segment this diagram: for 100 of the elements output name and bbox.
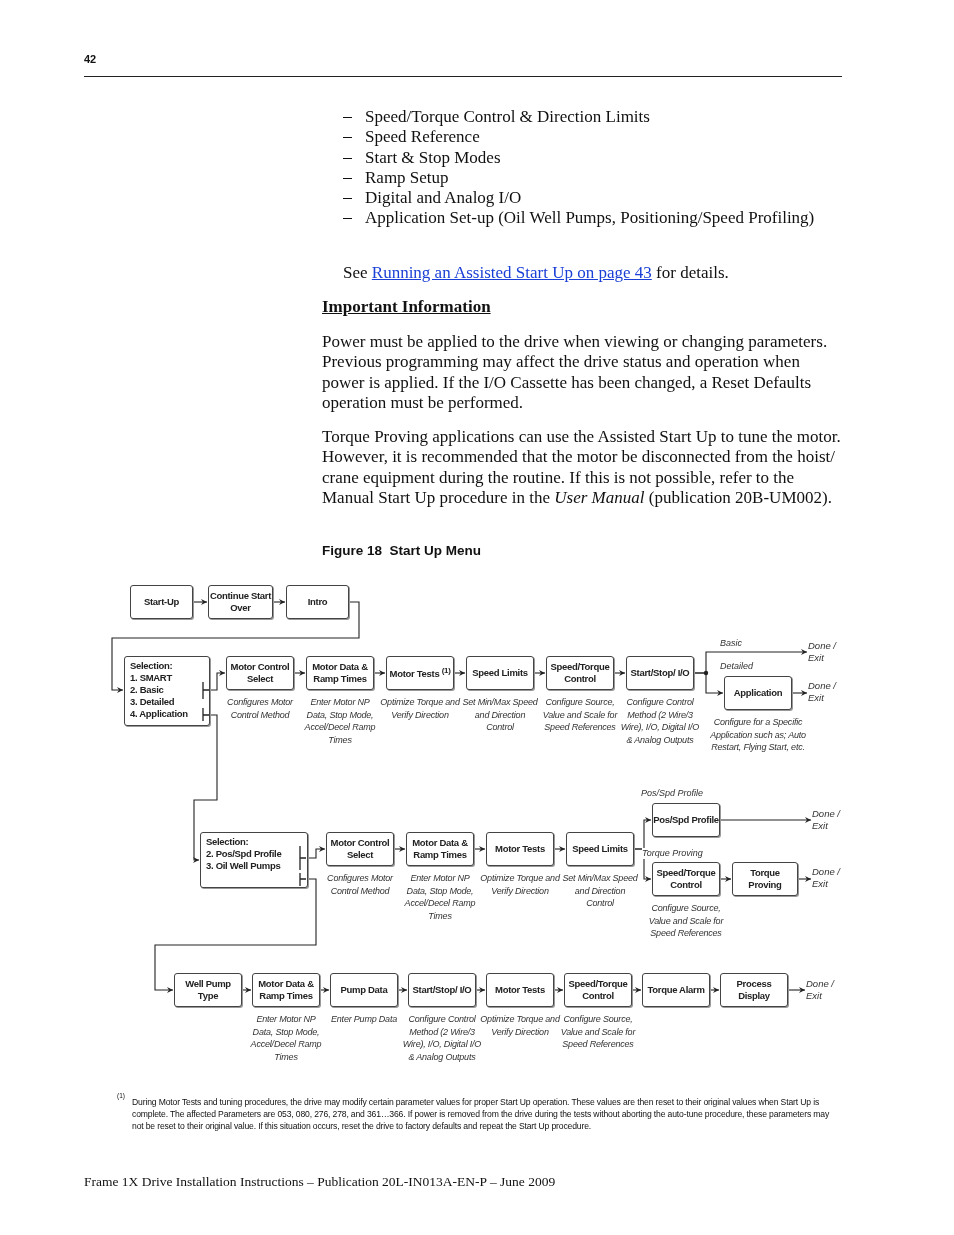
end-text: Done / Exit	[812, 808, 846, 832]
step-description: Configures Motor Control Method	[226, 696, 295, 722]
connector-arrow	[693, 672, 724, 696]
step-label: Torque Alarm	[647, 984, 705, 996]
step-label: Well Pump Type	[184, 978, 232, 1002]
step-description: Configure Control Method (2 Wire/3 Wire), I/O, Digital I/O & Analog Outputs	[620, 696, 700, 747]
step-label: Speed/Torque Control	[549, 661, 611, 685]
step-box	[174, 973, 242, 1007]
step-description: Configure Source, Value and Scale for Speed References	[647, 902, 725, 940]
step-description: Set Min/Max Speed and Direction Control	[561, 872, 639, 910]
step-box	[486, 973, 554, 1007]
footnote-text: During Motor Tests and tuning procedures, the drive may modify certain parameter values for proper Start Up operation. These values are then reset to their original values when Start Up is complete. The affected Parameters are 053, 080, 276, 278, and 361…366. If power is removed from the drive during the tests without aborting the auto-tune procedure, these parameters may not be reset to their original value. If this situation occurs, reset the drive to factory defaults and repeat the Start Up procedure.	[132, 1096, 831, 1133]
list-item: Ramp Setup	[365, 167, 450, 189]
connector-arrow	[553, 987, 564, 993]
sentence-text: See	[343, 263, 368, 282]
connector-arrow	[192, 599, 208, 605]
step-label: Application	[733, 687, 783, 699]
step-label: Continue Start Over	[209, 590, 272, 614]
step-box	[566, 832, 634, 866]
step-description: Configure for a Specific Application such as; Auto Restart, Flying Start, etc.	[709, 716, 807, 754]
step-box	[732, 862, 798, 896]
step-description: Enter Pump Data	[329, 1013, 398, 1026]
step-description: Configure Control Method (2 Wire/3 Wire), I/O, Digital I/O & Analog Outputs	[402, 1013, 482, 1064]
step-label: Speed/Torque Control	[655, 867, 717, 891]
edge-label: Pos/Spd Profile	[641, 788, 704, 799]
step-label: Motor Control Select	[229, 661, 291, 685]
connector-arrow	[533, 670, 546, 676]
edge-label: Detailed	[720, 661, 754, 672]
connector-arrow	[473, 846, 486, 852]
menu-option: 4. Application	[130, 708, 188, 720]
connector-arrow	[319, 987, 330, 993]
step-label: Start-Up	[143, 596, 180, 608]
connector-arrow	[791, 690, 808, 696]
step-box	[408, 973, 476, 1007]
end-text: Done / Exit	[812, 866, 846, 890]
selection-heading: Selection:	[206, 836, 249, 848]
step-description: Configure Source, Value and Scale for Speed References	[541, 696, 619, 734]
connector-arrow	[307, 846, 326, 859]
step-label: Motor Data & Ramp Times	[411, 837, 469, 861]
step-label: Motor Data & Ramp Times	[257, 978, 315, 1002]
step-description: Configures Motor Control Method	[326, 872, 395, 898]
step-label: Start/Stop/ I/O	[412, 984, 472, 996]
selection-box	[200, 832, 308, 888]
list-item: Speed/Torque Control & Direction Limits	[365, 107, 651, 128]
step-description: Optimize Torque and Verify Direction	[480, 1013, 560, 1039]
step-label: Motor Control Select	[329, 837, 391, 861]
list-item: Application Set-up (Oil Well Pumps, Positioning/Speed Profiling)	[365, 208, 816, 229]
step-description: Enter Motor NP Data, Stop Mode, Accel/Decel Ramp Times	[403, 872, 477, 923]
step-label: Torque Proving	[747, 867, 783, 891]
section-heading: Important Information	[322, 297, 492, 318]
edge-label: Torque Proving	[642, 848, 703, 859]
step-description: Enter Motor NP Data, Stop Mode, Accel/Decel Ramp Times	[303, 696, 377, 747]
menu-option: 3. Detailed	[130, 696, 175, 708]
connector-arrow	[553, 846, 566, 852]
connector-arrow	[154, 878, 317, 993]
step-label: Speed Limits	[472, 667, 528, 679]
step-description: Optimize Torque and Verify Direction	[480, 872, 560, 898]
connector-arrow	[393, 846, 406, 852]
paragraph: Power must be applied to the drive when viewing or changing parameters. Previous programming may affect the drive status and operation when power is applied. If the I/O Cassette has been changed, a Reset Defaults operation must be performed.	[322, 332, 829, 414]
step-label: Start/Stop/ I/O	[630, 667, 690, 679]
step-label: Speed/Torque Control	[567, 978, 629, 1002]
connector-arrow	[709, 987, 720, 993]
step-box	[724, 676, 792, 710]
connector-arrow	[397, 987, 408, 993]
step-box	[330, 973, 398, 1007]
selection-box	[124, 656, 210, 726]
cross-reference-link: Running an Assisted Start Up on page 43	[371, 263, 652, 282]
connector-arrow	[209, 670, 226, 691]
step-box	[386, 656, 454, 690]
list-item: Start & Stop Modes	[365, 147, 502, 168]
connector-arrow	[241, 987, 252, 993]
step-label: Intro	[307, 596, 328, 608]
step-label: Pump Data	[340, 984, 388, 996]
step-description: Set Min/Max Speed and Direction Control	[461, 696, 539, 734]
step-label: Pos/Spd Profile	[653, 814, 719, 826]
step-description: Optimize Torque and Verify Direction	[380, 696, 460, 722]
step-box	[130, 585, 193, 619]
menu-option: 3. Oil Well Pumps	[206, 860, 281, 872]
step-box	[720, 973, 788, 1007]
connector-arrow	[719, 817, 812, 823]
connector-arrow	[787, 987, 806, 993]
step-label: Motor Tests	[495, 984, 545, 996]
connector-arrow	[272, 599, 286, 605]
end-text: Done / Exit	[806, 978, 840, 1002]
step-label: Motor Data & Ramp Times	[311, 661, 369, 685]
figure-title: Figure 18 Start Up Menu	[322, 543, 483, 558]
list-item: Speed Reference	[365, 127, 481, 148]
paragraph: Torque Proving applications can use the Assisted Start Up to tune the motor. However, it is recommended that the motor be disconnected from the hoist/ crane equipment during the routine. If this is not possible, refer to the Manual Start Up procedure in the User Manual (publication 20B-UM002).	[322, 427, 842, 509]
sentence-text: for details.	[656, 263, 729, 282]
step-label: Speed Limits	[572, 843, 628, 855]
step-label: Motor Tests $^{(1)}$	[389, 665, 451, 681]
menu-option: 2. Basic	[130, 684, 164, 696]
connector-arrow	[719, 876, 732, 882]
end-text: Done / Exit	[808, 640, 842, 664]
step-box	[652, 803, 720, 837]
connector-arrow	[293, 670, 306, 676]
end-text: Done / Exit	[808, 680, 842, 704]
connector-arrow	[475, 987, 486, 993]
connector-arrow	[193, 714, 218, 863]
selection-heading: Selection:	[130, 660, 173, 672]
